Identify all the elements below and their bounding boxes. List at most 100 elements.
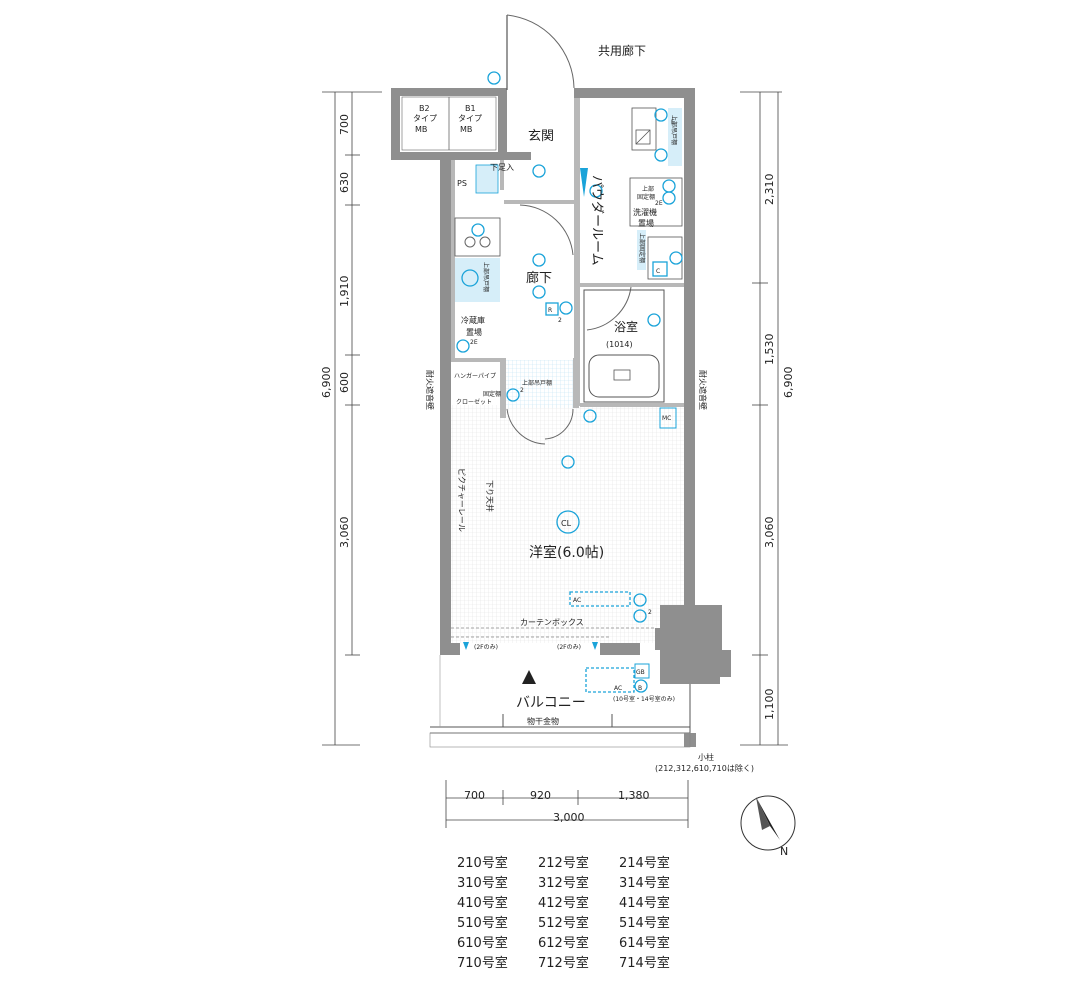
hall-door-swing [519, 204, 574, 256]
powder-room-label: パウダールーム [589, 175, 604, 266]
upper-shelf-label-1: 上部 [642, 185, 654, 193]
two-label-c: 2 [648, 609, 652, 616]
drying-rack-label: 物干金物 [527, 716, 559, 726]
mc-label: MC [662, 415, 671, 422]
dim-right-2310: 2,310 [763, 174, 776, 206]
bathtub [583, 289, 665, 403]
dim-left-700: 700 [338, 114, 351, 135]
sink-unit [629, 107, 683, 280]
dim-left-630: 630 [338, 172, 351, 193]
fridge-label-1: 冷蔵庫 [461, 315, 485, 325]
curtain-box-label: カーテンボックス [520, 618, 584, 627]
structural-column [655, 605, 731, 684]
dim-left-total: 6,900 [320, 367, 333, 399]
mc-box [659, 407, 677, 429]
closet-label: クローゼット [456, 398, 492, 406]
closet-door-swing-2 [544, 408, 574, 440]
r-label: R [548, 307, 552, 314]
upper-shelf-fill [637, 230, 646, 270]
hallway-label: 廊下 [526, 270, 552, 286]
room-number: 612号室 [538, 936, 589, 951]
room-column-3: 214号室 314号室 414号室 514号室 614号室 714号室 [619, 852, 699, 972]
kitchen-unit [454, 217, 501, 302]
room-number: 610号室 [457, 936, 508, 951]
room-number: 710号室 [457, 956, 508, 971]
upper-cabinet-vertical-label: 上部吊戸棚 [670, 115, 678, 145]
ps-label: PS [457, 179, 467, 188]
room-number: 210号室 [457, 856, 508, 871]
cl-label: CL [561, 519, 572, 528]
upper-shelf-vertical-label: 上部固定棚 [638, 233, 646, 263]
north-label: N [780, 845, 788, 858]
upper-cabinet-label: 上部吊戸棚 [522, 379, 552, 387]
triangle-up-icon [522, 670, 536, 684]
two-e-label: 2E [470, 339, 478, 346]
dim-bottom-total: 3,000 [553, 811, 585, 824]
ac-label-2: AC [614, 685, 622, 692]
room-number: 310号室 [457, 876, 508, 891]
room-number: 712号室 [538, 956, 589, 971]
dim-bottom-1380: 1,380 [618, 789, 650, 802]
room-number: 714号室 [619, 956, 670, 971]
western-room-label: 洋室(6.0帖) [529, 544, 604, 561]
floor-note-left: (2Fのみ) [474, 644, 498, 651]
room-column-1: 210号室 310号室 410号室 510号室 610号室 710号室 [457, 852, 537, 972]
washer-label-2: 置場 [638, 218, 654, 228]
mb-b1-label-3: MB [460, 125, 472, 134]
entrance-door [506, 14, 575, 90]
two-label-b: 2 [520, 387, 524, 394]
dim-right-1530: 1,530 [763, 334, 776, 366]
upper-cabinet-kitchen-label: 上部吊戸棚 [482, 262, 490, 292]
room-number: 414号室 [619, 896, 670, 911]
dim-left-600: 600 [338, 372, 351, 393]
ac-label: AC [573, 597, 581, 604]
ac-indoor-unit [569, 591, 631, 607]
mb-b1-label-1: B1 [465, 104, 476, 113]
balcony-label: バルコニー [516, 695, 586, 711]
balcony-area [429, 655, 696, 748]
dim-right-total: 6,900 [782, 367, 795, 399]
room-number: 410号室 [457, 896, 508, 911]
hanger-pipe-label: ハンガーパイプ [454, 372, 496, 380]
mb-b2-label-3: MB [415, 125, 427, 134]
dim-right-3060: 3,060 [763, 517, 776, 549]
mb-b2-label-2: タイプ [413, 114, 437, 123]
shoe-box-fill [475, 164, 499, 194]
gb-box [634, 663, 650, 679]
unit-walls [440, 88, 695, 655]
room-number: 512号室 [538, 916, 589, 931]
picture-rail-label: ピクチャーレール [457, 468, 466, 532]
fixed-shelf-label: 固定棚 [483, 390, 501, 398]
north-arrow-icon [740, 795, 796, 851]
dim-left-3060: 3,060 [338, 517, 351, 549]
bottom-dimensions [445, 780, 689, 828]
two-e-label-b: 2E [655, 200, 663, 207]
room-number: 312号室 [538, 876, 589, 891]
shoe-box-label: 下足入 [490, 163, 514, 172]
upper-shelf-label-2: 固定棚 [637, 193, 655, 201]
bath-size-label: (1014) [606, 340, 633, 349]
gb-label: GB [636, 669, 645, 676]
western-room-floor [451, 405, 684, 625]
room-column-2: 212号室 312号室 412号室 512号室 612号室 712号室 [538, 852, 618, 972]
dim-bottom-920: 920 [530, 789, 551, 802]
electrical-symbols [456, 71, 683, 693]
room-number: 614号室 [619, 936, 670, 951]
dim-left-1910: 1,910 [338, 276, 351, 308]
fire-wall-left-label: 耐火遮音壁 [425, 370, 435, 410]
upper-cabinet-fill [668, 108, 682, 166]
floor-note-right: (2Fのみ) [557, 644, 581, 651]
dropped-ceiling-label: 下り天井 [485, 480, 495, 512]
dim-bottom-700: 700 [464, 789, 485, 802]
e-label: E [671, 119, 675, 126]
small-post-label-1: 小柱 [698, 752, 714, 762]
mb-b1-label-2: タイプ [458, 114, 482, 123]
room-note-label: (10号室・14号室のみ) [613, 695, 675, 703]
dim-right-1100: 1,100 [763, 689, 776, 721]
room-number: 314号室 [619, 876, 670, 891]
room-number: 514号室 [619, 916, 670, 931]
common-corridor-label: 共用廊下 [598, 43, 646, 58]
room-number: 510号室 [457, 916, 508, 931]
c-label: C [656, 268, 660, 275]
